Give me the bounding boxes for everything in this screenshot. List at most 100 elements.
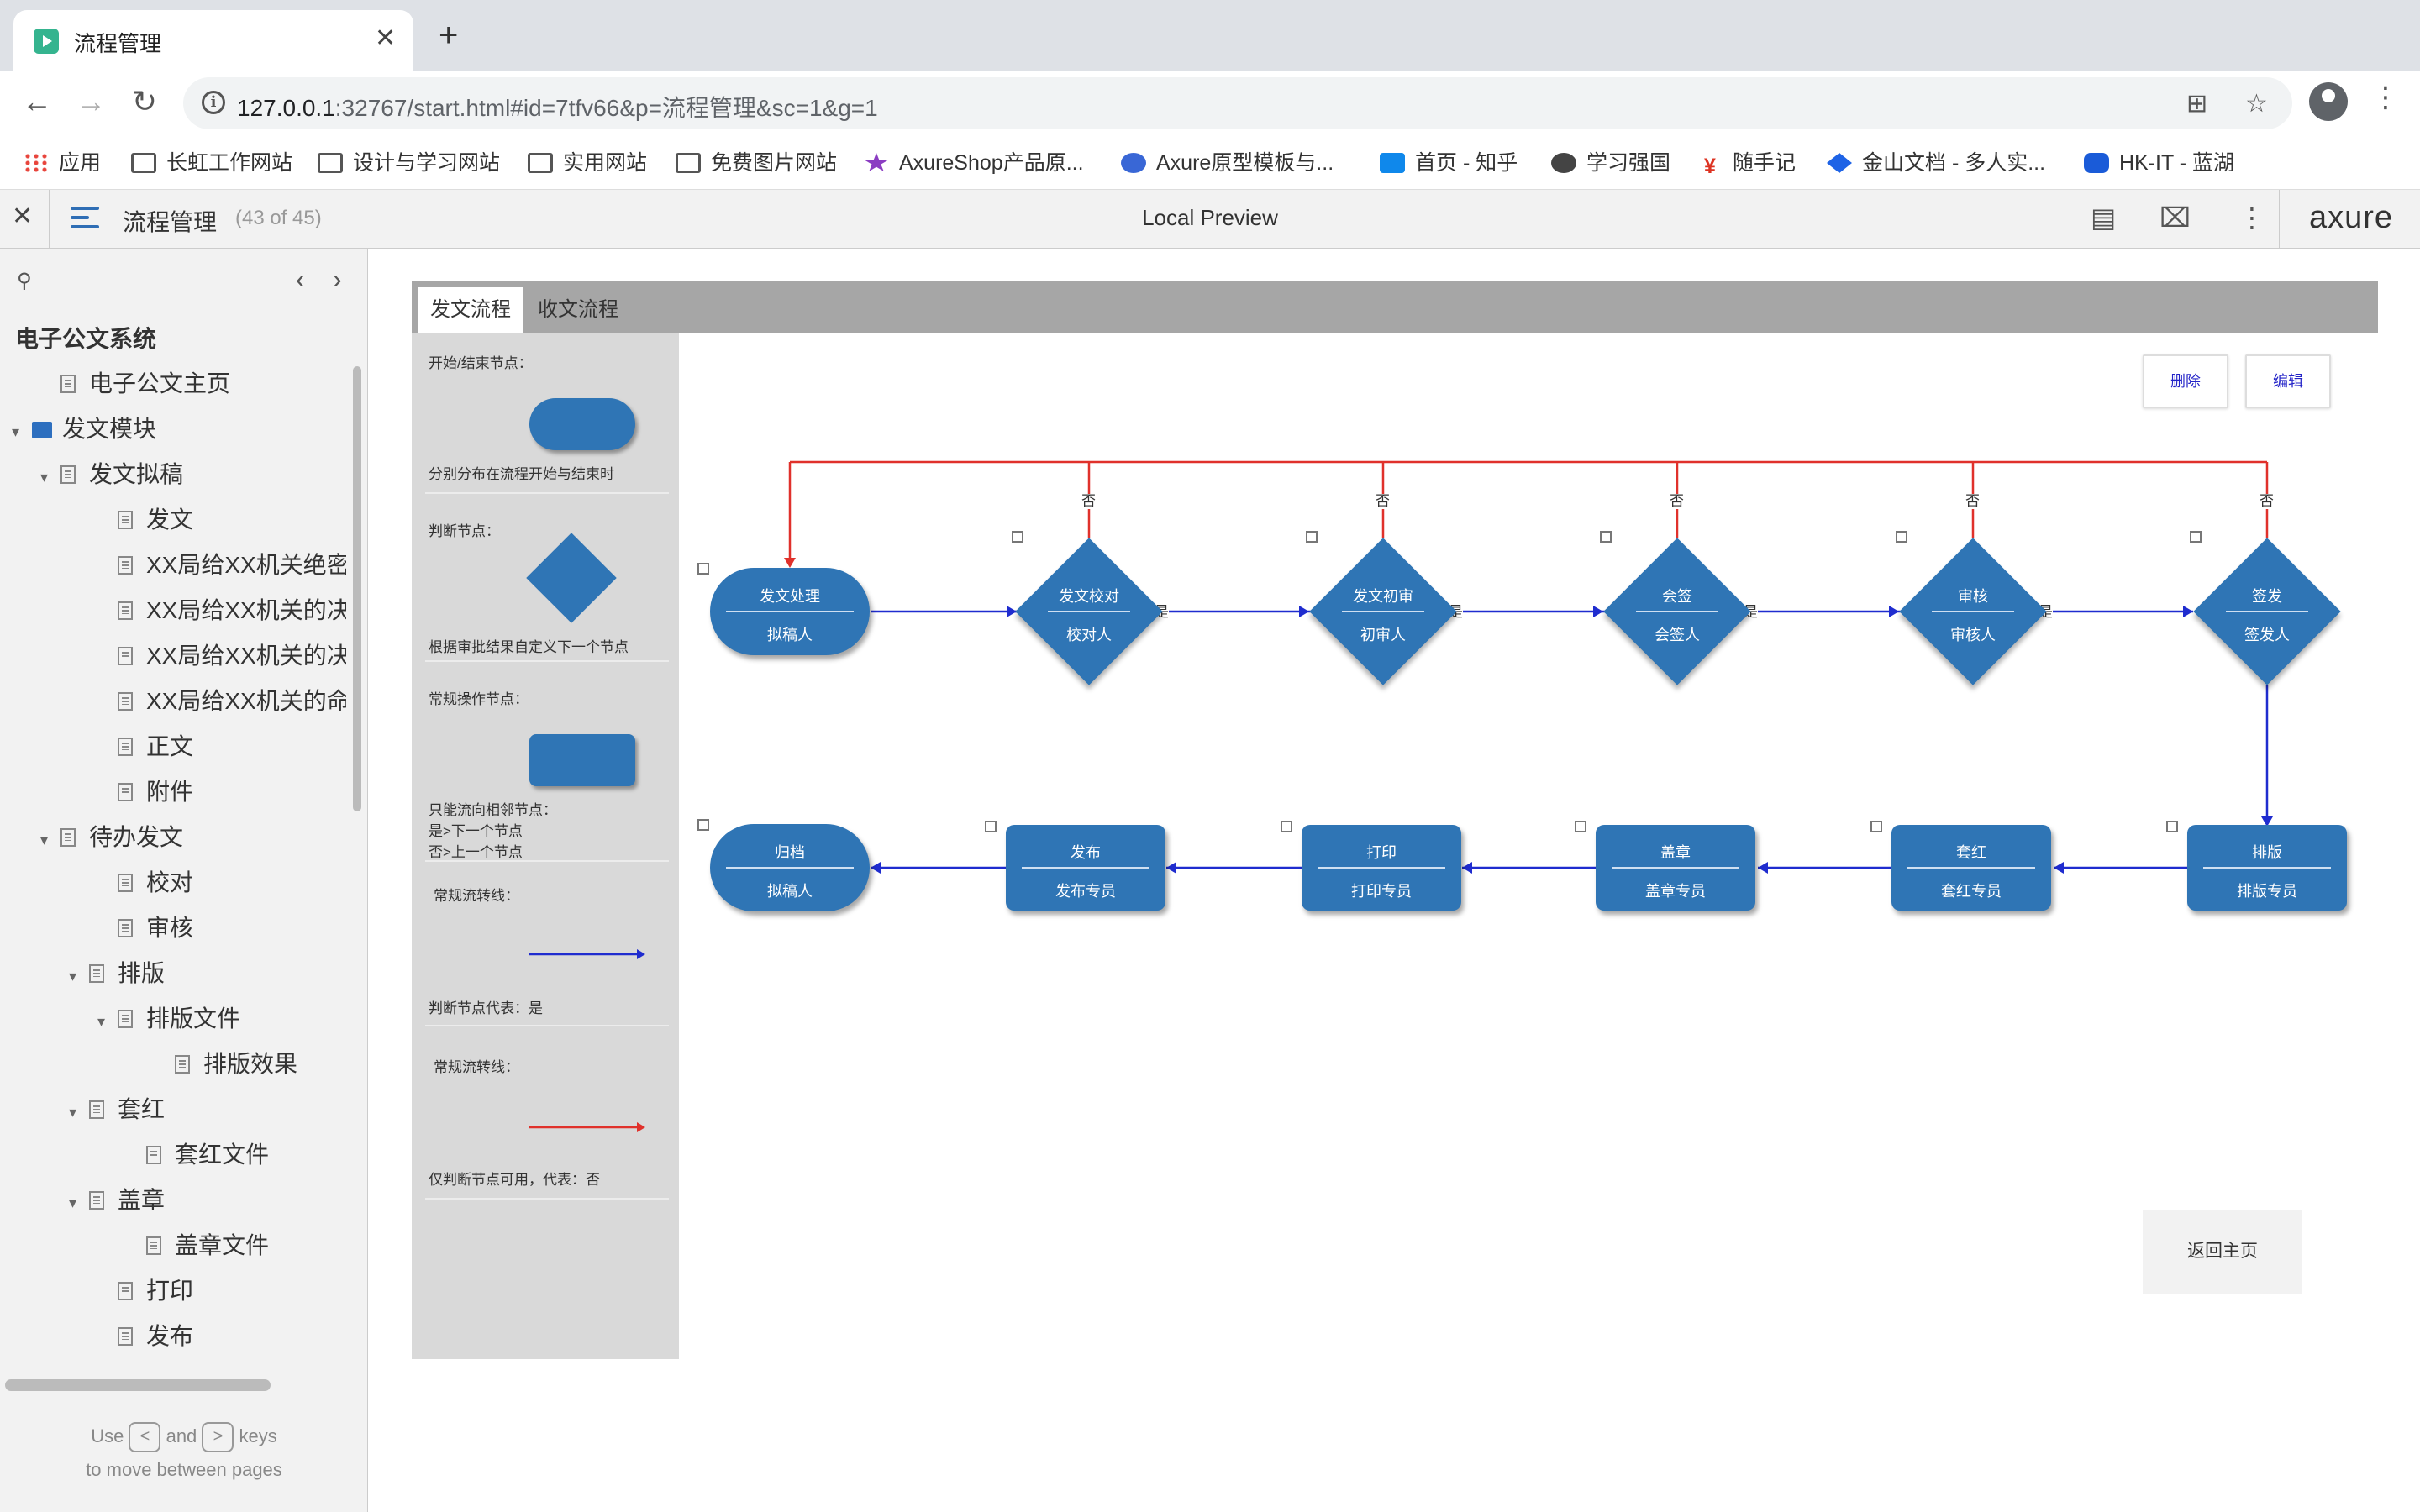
- sitemap-item[interactable]: ▾发文拟稿: [40, 452, 183, 497]
- node-checkbox[interactable]: [2190, 531, 2202, 543]
- sitemap-item[interactable]: 排版效果: [155, 1042, 297, 1087]
- start-node[interactable]: 发文处理拟稿人: [710, 568, 870, 655]
- sitemap-item-label: 附件: [146, 779, 194, 805]
- expand-toggle-icon[interactable]: ▾: [40, 469, 49, 486]
- sitemap-item[interactable]: XX局给XX机关的决定: [97, 633, 346, 679]
- edit-button[interactable]: 编辑: [2245, 354, 2331, 408]
- node-checkbox[interactable]: [1600, 531, 1612, 543]
- expand-toggle-icon[interactable]: ▾: [40, 832, 49, 848]
- expand-toggle-icon[interactable]: ▾: [69, 1194, 77, 1211]
- bookmark-kdocs[interactable]: 金山文档 - 多人实...: [1827, 146, 2045, 180]
- bookmark-folder[interactable]: 长虹工作网站: [131, 146, 292, 180]
- decision-node[interactable]: 会签会签人: [1603, 538, 1751, 685]
- close-sidebar-icon[interactable]: ✕: [12, 202, 34, 230]
- bookmark-lanhu[interactable]: HK-IT - 蓝湖: [2084, 146, 2234, 180]
- decision-node[interactable]: 发文初审初审人: [1309, 538, 1457, 685]
- sitemap-item[interactable]: 正文: [97, 724, 193, 769]
- operation-node[interactable]: 排版排版专员: [2187, 825, 2347, 911]
- browser-menu-icon[interactable]: ⋮: [2371, 81, 2400, 113]
- sitemap-item[interactable]: XX局给XX机关绝密函: [97, 543, 346, 588]
- bookmark-folder[interactable]: 免费图片网站: [676, 146, 837, 180]
- node-checkbox[interactable]: [1306, 531, 1318, 543]
- sitemap-item[interactable]: 审核: [97, 906, 193, 951]
- node-role: 审核人: [1950, 627, 1996, 643]
- bookmark-zhihu[interactable]: 首页 - 知乎: [1380, 146, 1518, 180]
- sitemap-item-label: 排版效果: [203, 1051, 298, 1077]
- sitemap-item[interactable]: XX局给XX机关的命令: [97, 679, 346, 724]
- node-checkbox[interactable]: [697, 819, 709, 831]
- close-tab-icon[interactable]: ✕: [375, 24, 397, 52]
- horizontal-scrollbar[interactable]: [5, 1379, 271, 1391]
- vertical-scrollbar[interactable]: [353, 366, 361, 811]
- sitemap-item[interactable]: XX局给XX机关的决议: [97, 588, 346, 633]
- back-home-button[interactable]: 返回主页: [2143, 1210, 2302, 1294]
- decision-node[interactable]: 发文校对校对人: [1015, 538, 1163, 685]
- node-checkbox[interactable]: [1896, 531, 1907, 543]
- delete-button[interactable]: 删除: [2143, 354, 2228, 408]
- notes-icon[interactable]: ▤: [2091, 202, 2117, 233]
- node-title: 发文初审: [1353, 588, 1413, 605]
- page-icon: [118, 1327, 133, 1346]
- sitemap-item[interactable]: ▾盖章: [69, 1178, 165, 1223]
- bookmark-axure-template[interactable]: Axure原型模板与...: [1121, 146, 1334, 180]
- sitemap-item[interactable]: ▾套红: [69, 1087, 165, 1132]
- sitemap-item[interactable]: 电子公文主页: [40, 361, 230, 407]
- back-arrow-icon[interactable]: ←: [22, 84, 52, 118]
- decision-node[interactable]: 审核审核人: [1899, 538, 2047, 685]
- expand-toggle-icon[interactable]: ▾: [12, 423, 20, 440]
- operation-node[interactable]: 套红套红专员: [1891, 825, 2051, 911]
- decision-node[interactable]: 签发签发人: [2193, 538, 2341, 685]
- node-divider: [1047, 611, 1131, 612]
- node-checkbox[interactable]: [1281, 821, 1292, 832]
- expand-toggle-icon[interactable]: ▾: [69, 968, 77, 984]
- node-role: 签发人: [2244, 627, 2290, 643]
- operation-node[interactable]: 发布发布专员: [1006, 825, 1165, 911]
- browser-tab[interactable]: 流程管理 ✕: [13, 10, 413, 71]
- sitemap-item[interactable]: 盖章文件: [126, 1223, 269, 1268]
- new-tab-icon[interactable]: +: [439, 17, 459, 54]
- bookmark-apps[interactable]: 应用: [24, 146, 101, 180]
- expand-toggle-icon[interactable]: ▾: [97, 1013, 106, 1030]
- operation-node[interactable]: 盖章盖章专员: [1596, 825, 1755, 911]
- expand-toggle-icon[interactable]: ▾: [69, 1104, 77, 1121]
- sitemap-item[interactable]: ▾发文模块: [12, 407, 156, 452]
- bookmark-suishouji[interactable]: ¥随手记: [1697, 146, 1796, 180]
- sitemap-item[interactable]: 校对: [97, 860, 193, 906]
- end-node[interactable]: 归档拟稿人: [710, 824, 870, 911]
- node-divider: [726, 867, 854, 869]
- node-checkbox[interactable]: [697, 563, 709, 575]
- forward-arrow-icon[interactable]: →: [76, 84, 106, 118]
- translate-icon[interactable]: ⊞: [2186, 90, 2208, 118]
- sitemap-menu-icon[interactable]: [71, 207, 99, 234]
- sitemap-item[interactable]: 发布: [97, 1314, 193, 1359]
- operation-node[interactable]: 打印打印专员: [1302, 825, 1461, 911]
- previous-page-icon[interactable]: ‹: [296, 264, 305, 294]
- tab-incoming-flow[interactable]: 收文流程: [538, 298, 618, 321]
- node-checkbox[interactable]: [1575, 821, 1586, 832]
- bookmark-star-icon[interactable]: ☆: [2245, 90, 2268, 118]
- next-page-icon[interactable]: ›: [333, 264, 342, 294]
- sitemap-item[interactable]: 发文: [97, 497, 193, 543]
- sitemap-item[interactable]: 套红文件: [126, 1132, 269, 1178]
- bookmark-xuexi[interactable]: 学习强国: [1551, 146, 1670, 180]
- sitemap-item[interactable]: 打印: [97, 1268, 193, 1314]
- reload-icon[interactable]: ↻: [131, 84, 158, 118]
- site-info-icon[interactable]: i: [202, 91, 225, 114]
- bookmark-axureshop[interactable]: AxureShop产品原...: [864, 146, 1084, 180]
- sitemap-item[interactable]: ▾排版: [69, 951, 165, 996]
- node-checkbox[interactable]: [2166, 821, 2178, 832]
- inspect-icon[interactable]: ⌧: [2160, 202, 2191, 233]
- address-bar[interactable]: i 127.0.0.1:32767/start.html#id=7tfv66&p…: [183, 77, 2292, 129]
- profile-avatar-icon[interactable]: [2309, 82, 2348, 121]
- sitemap-item[interactable]: 附件: [97, 769, 193, 815]
- tab-outgoing-flow[interactable]: 发文流程: [418, 287, 523, 333]
- search-icon[interactable]: ⚲: [17, 270, 32, 292]
- bookmark-folder[interactable]: 设计与学习网站: [318, 146, 500, 180]
- sitemap-item[interactable]: ▾排版文件: [97, 996, 240, 1042]
- node-checkbox[interactable]: [1870, 821, 1882, 832]
- sitemap-item[interactable]: ▾待办发文: [40, 815, 183, 860]
- node-checkbox[interactable]: [1012, 531, 1023, 543]
- more-options-icon[interactable]: ⋮: [2238, 202, 2265, 233]
- node-checkbox[interactable]: [985, 821, 997, 832]
- bookmark-folder[interactable]: 实用网站: [528, 146, 647, 180]
